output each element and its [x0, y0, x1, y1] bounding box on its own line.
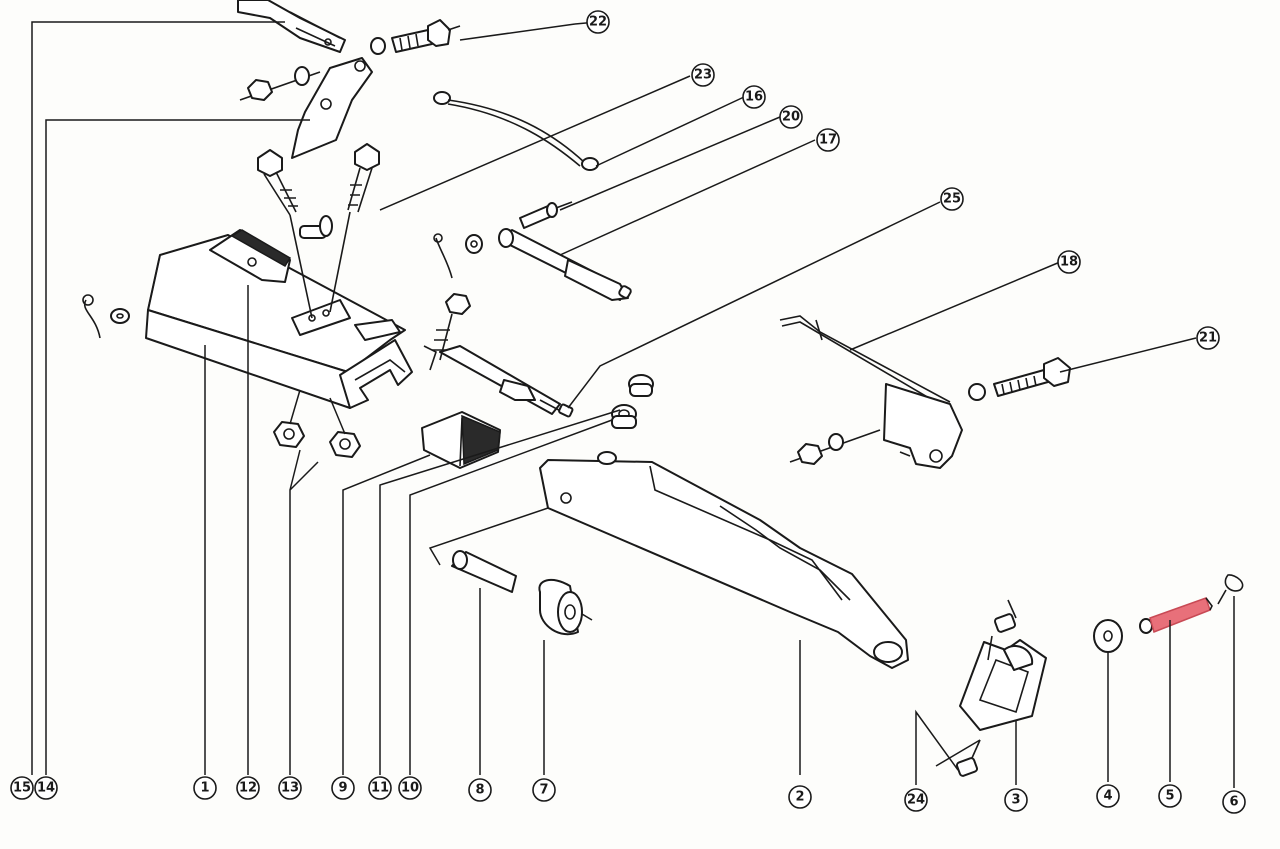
- part-nuts-13[interactable]: [273, 389, 361, 458]
- svg-text:1: 1: [200, 781, 209, 796]
- svg-text:8: 8: [475, 783, 484, 798]
- callout-2: 2: [788, 785, 812, 809]
- callout-3: 3: [1004, 788, 1028, 812]
- svg-text:5: 5: [1165, 789, 1174, 804]
- part-cap-10[interactable]: [611, 404, 637, 429]
- callout-9: 9: [331, 776, 355, 800]
- svg-text:17: 17: [819, 133, 837, 148]
- callout-24: 24: [904, 788, 928, 812]
- part-pad-block[interactable]: [209, 229, 292, 283]
- svg-text:13: 13: [281, 781, 299, 796]
- callout-14: 14: [34, 776, 58, 800]
- part-bracket-14[interactable]: [291, 57, 373, 159]
- callout-6: 6: [1222, 790, 1246, 814]
- callout-12: 12: [236, 776, 260, 800]
- svg-text:14: 14: [37, 781, 55, 796]
- part-pin-20[interactable]: [519, 201, 573, 229]
- callout-8: 8: [468, 778, 492, 802]
- callout-7: 7: [532, 778, 556, 802]
- svg-text:21: 21: [1199, 331, 1217, 346]
- callout-17: 17: [816, 128, 840, 152]
- part-cable-23[interactable]: [433, 91, 599, 171]
- callout-23: 23: [691, 63, 715, 87]
- callout-16: 16: [742, 85, 766, 109]
- leader-lines: [31, 21, 1235, 788]
- svg-text:24: 24: [907, 793, 925, 808]
- part-main-arm-2[interactable]: [539, 451, 909, 669]
- callout-labels: 1 2 3 4 5 6 7 8: [10, 10, 1246, 814]
- part-cylinder-17[interactable]: [433, 228, 632, 301]
- part-mounting-plate: [291, 299, 401, 341]
- callout-18: 18: [1057, 250, 1081, 274]
- callout-21: 21: [1196, 326, 1220, 350]
- part-long-bolts: [257, 143, 380, 319]
- part-clip-6[interactable]: [1217, 574, 1244, 605]
- svg-text:10: 10: [401, 781, 419, 796]
- callout-22: 22: [586, 10, 610, 34]
- part-bracket-18[interactable]: [779, 315, 963, 469]
- part-cap-11[interactable]: [628, 374, 654, 397]
- callout-5: 5: [1158, 784, 1182, 808]
- svg-text:16: 16: [745, 90, 763, 105]
- part-cotter-washer-left: [82, 294, 130, 339]
- svg-text:2: 2: [795, 790, 804, 805]
- svg-text:7: 7: [539, 783, 548, 798]
- part-pin-8[interactable]: [451, 550, 517, 593]
- part-washer-4[interactable]: [1093, 619, 1123, 653]
- part-pin-5-highlighted[interactable]: [1139, 597, 1213, 634]
- svg-text:4: 4: [1103, 789, 1112, 804]
- svg-text:6: 6: [1229, 795, 1238, 810]
- part-bush-7[interactable]: [538, 578, 593, 636]
- part-bolt-22[interactable]: [370, 19, 461, 55]
- part-nut-washer-right: [789, 429, 881, 465]
- svg-text:12: 12: [239, 781, 257, 796]
- svg-text:15: 15: [13, 781, 31, 796]
- part-stud-pin: [299, 215, 333, 239]
- part-screws-24[interactable]: [955, 599, 1017, 777]
- callout-4: 4: [1096, 784, 1120, 808]
- svg-text:9: 9: [338, 781, 347, 796]
- callout-15: 15: [10, 776, 34, 800]
- svg-text:22: 22: [589, 15, 607, 30]
- part-bolt-21[interactable]: [968, 357, 1071, 401]
- svg-text:3: 3: [1011, 793, 1020, 808]
- svg-text:18: 18: [1060, 255, 1078, 270]
- callout-13: 13: [278, 776, 302, 800]
- svg-text:25: 25: [943, 192, 961, 207]
- callout-25: 25: [940, 187, 964, 211]
- callout-11: 11: [368, 776, 392, 800]
- callout-20: 20: [779, 105, 803, 129]
- svg-text:20: 20: [782, 110, 800, 125]
- part-nut-washer-top: [239, 66, 321, 101]
- svg-text:23: 23: [694, 68, 712, 83]
- callout-10: 10: [398, 776, 422, 800]
- part-rod-25[interactable]: [423, 293, 574, 418]
- svg-text:11: 11: [371, 781, 389, 796]
- part-clevis-15[interactable]: [237, 0, 346, 53]
- part-clamp-bracket-3[interactable]: [959, 639, 1047, 731]
- callout-1: 1: [193, 776, 217, 800]
